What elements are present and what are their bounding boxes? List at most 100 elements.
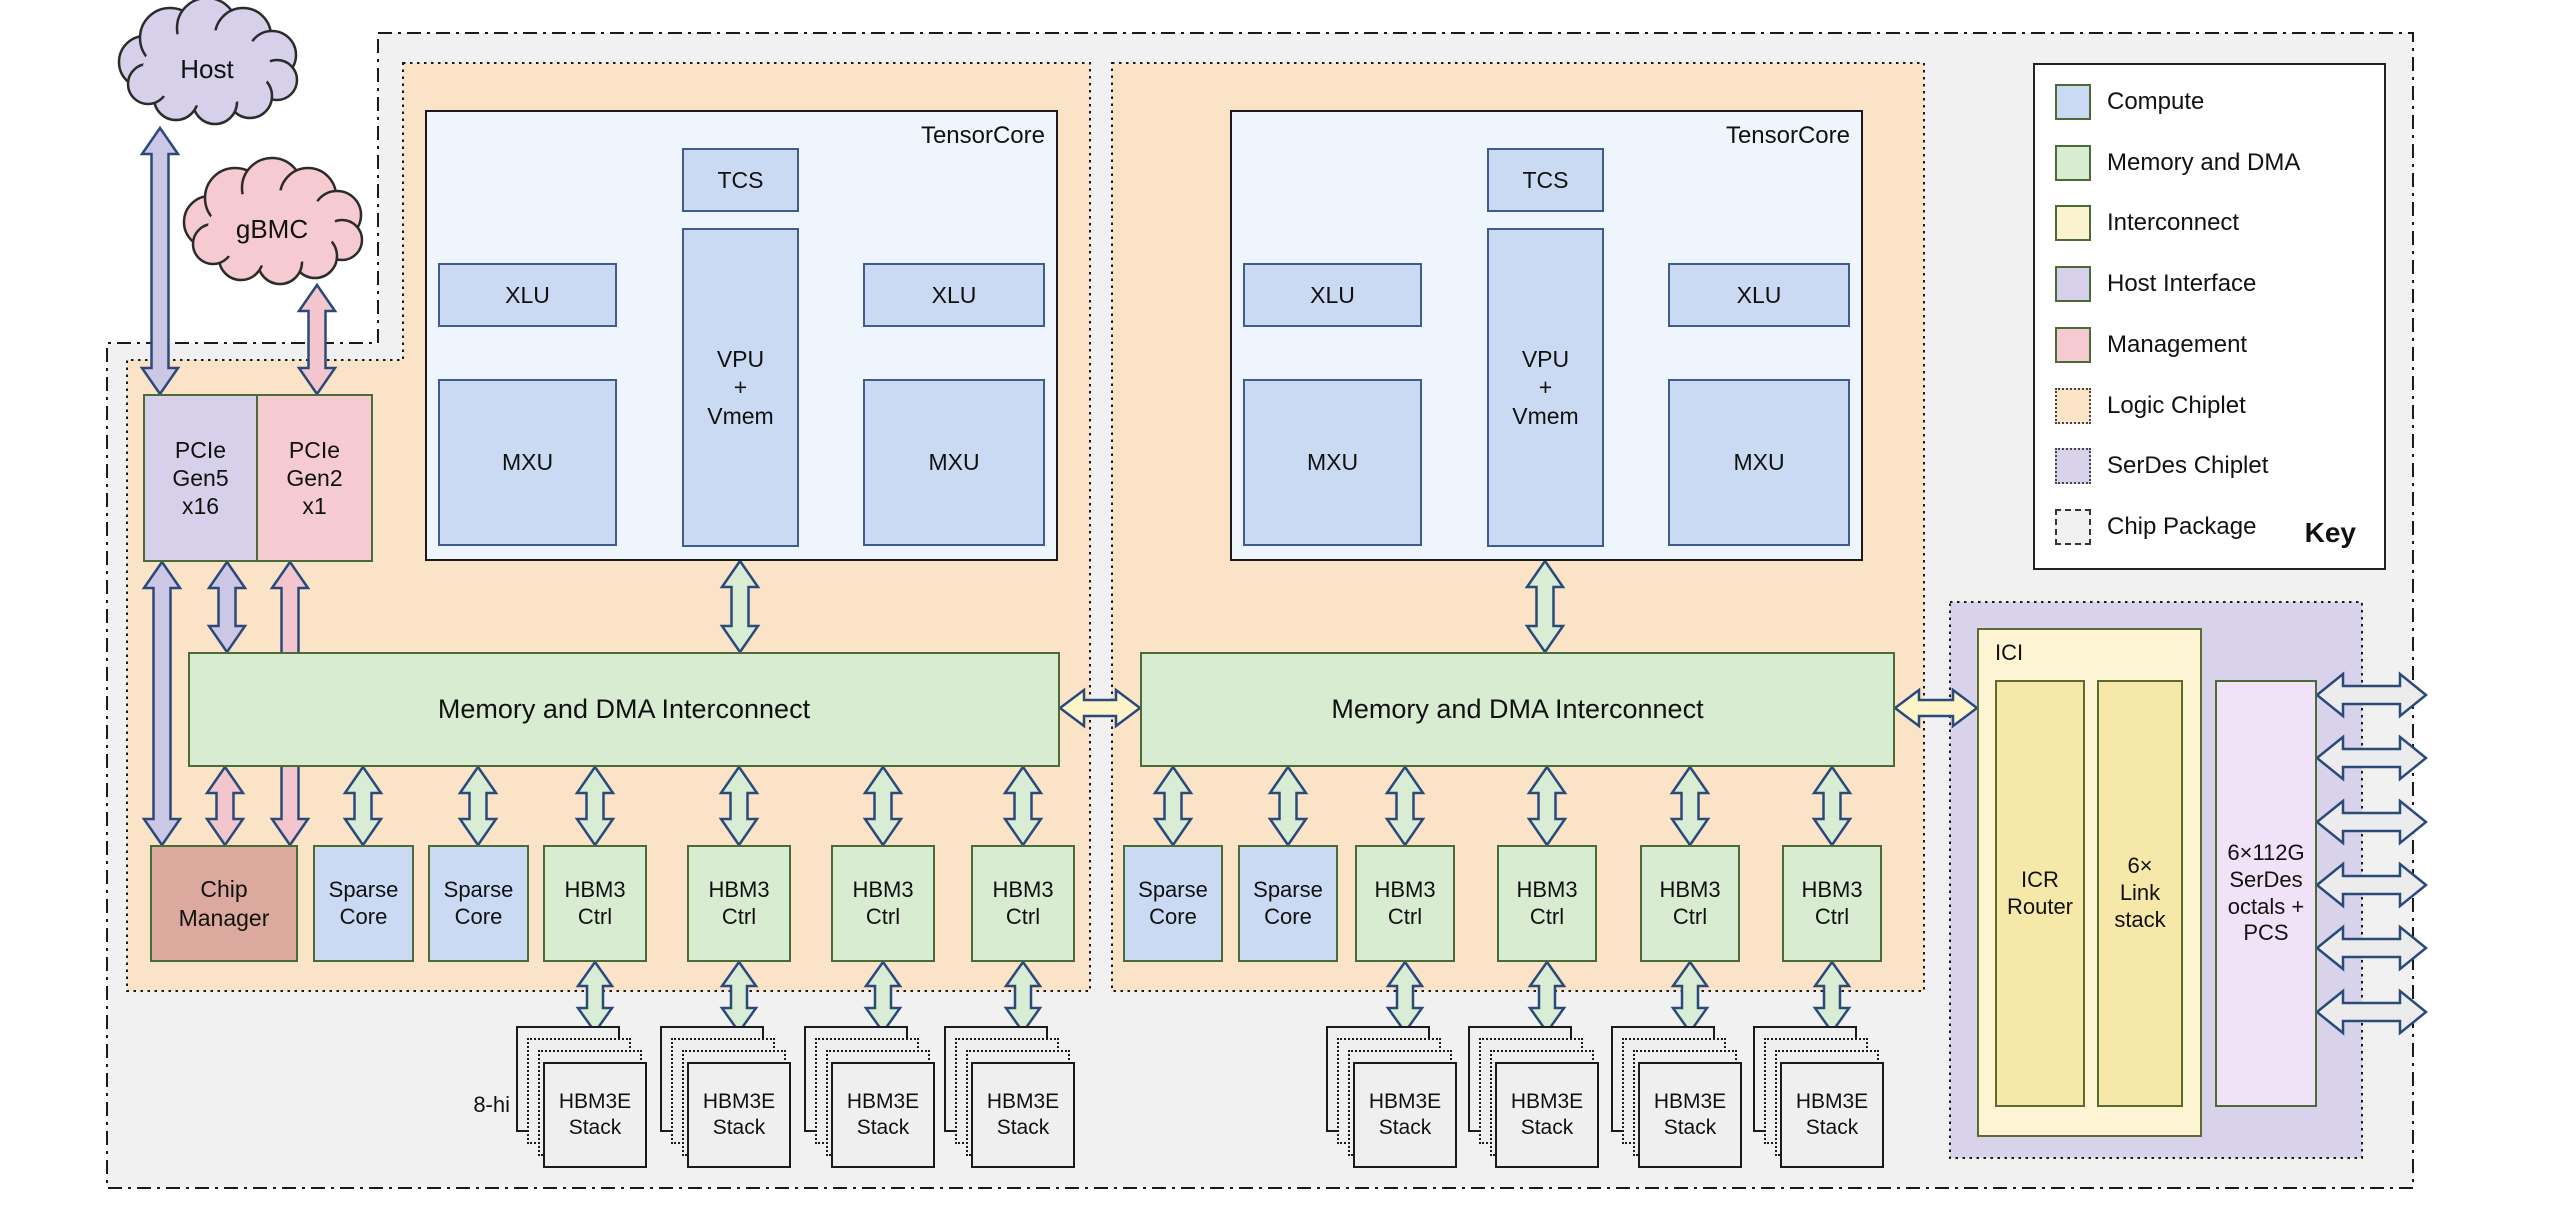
vpu-vmem-box-label: VPU + Vmem bbox=[707, 346, 774, 429]
tcs-box: TCS bbox=[682, 148, 799, 212]
hbm3e-stack-box: HBM3E Stack bbox=[687, 1062, 791, 1168]
sparse-core-box: Sparse Core bbox=[1123, 845, 1223, 962]
sparse-core-box: Sparse Core bbox=[313, 845, 414, 962]
memory-dma-interconnect-2: Memory and DMA Interconnect bbox=[1140, 652, 1895, 767]
legend-item-label: Memory and DMA bbox=[2107, 148, 2301, 176]
vpu-vmem-box-label: VPU + Vmem bbox=[1512, 346, 1579, 429]
mxu-right-box: MXU bbox=[1668, 379, 1850, 546]
hbm3-ctrl-box-label: HBM3 Ctrl bbox=[992, 876, 1054, 929]
hbm3e-stack-box: HBM3E Stack bbox=[831, 1062, 935, 1168]
hbm3-ctrl-box-label: HBM3 Ctrl bbox=[852, 876, 914, 929]
sparse-core-box-label: Sparse Core bbox=[328, 876, 399, 929]
pcie-gen2-box-label: PCIe Gen2 x1 bbox=[286, 436, 343, 520]
sparse-core-box-label: Sparse Core bbox=[1138, 876, 1208, 929]
hbm3e-stack-box-label: HBM3E Stack bbox=[1510, 1090, 1584, 1139]
tensorcore-2-title: TensorCore bbox=[1725, 122, 1850, 149]
host-cloud bbox=[117, 0, 299, 126]
tcs-box-label: TCS bbox=[1522, 166, 1569, 193]
sparse-core-box-label: Sparse Core bbox=[443, 876, 514, 929]
double-arrow bbox=[2315, 671, 2428, 719]
mxu-right-box-label: MXU bbox=[928, 449, 980, 476]
xlu-left-box: XLU bbox=[1243, 263, 1422, 327]
hbm3e-stack-box-label: HBM3E Stack bbox=[702, 1090, 776, 1139]
hbm3e-stack-box-label: HBM3E Stack bbox=[1368, 1090, 1442, 1139]
hbm3-ctrl-box-label: HBM3 Ctrl bbox=[564, 876, 626, 929]
legend-item-label: Chip Package bbox=[2107, 512, 2257, 540]
memory-dma-interconnect-1-label: Memory and DMA Interconnect bbox=[437, 694, 811, 725]
pcie-gen5-box-label: PCIe Gen5 x16 bbox=[172, 436, 229, 520]
chip-manager-box-label: Chip Manager bbox=[178, 876, 270, 931]
double-arrow bbox=[2315, 734, 2428, 782]
vpu-vmem-box: VPU + Vmem bbox=[682, 228, 799, 547]
logic-chiplet-swatch-icon bbox=[2055, 387, 2091, 424]
double-arrow bbox=[2315, 924, 2428, 972]
xlu-right-box: XLU bbox=[1668, 263, 1850, 327]
xlu-right-box: XLU bbox=[863, 263, 1045, 327]
legend-item-label: Host Interface bbox=[2107, 270, 2257, 298]
gbmc-cloud-label: gBMC bbox=[235, 214, 309, 244]
double-arrow bbox=[2315, 988, 2428, 1036]
link-stack-box: 6× Link stack bbox=[2097, 680, 2183, 1107]
legend-item-label: Management bbox=[2107, 330, 2248, 358]
hbm3-ctrl-box: HBM3 Ctrl bbox=[971, 845, 1075, 962]
hbm3-ctrl-box: HBM3 Ctrl bbox=[687, 845, 791, 962]
serdes-chiplet-swatch-icon bbox=[2055, 448, 2091, 485]
link-stack-box-label: 6× Link stack bbox=[2114, 853, 2166, 932]
legend-item-interconnect: Interconnect bbox=[2055, 205, 2240, 242]
xlu-left-box-label: XLU bbox=[505, 281, 550, 308]
hbm3-ctrl-box-label: HBM3 Ctrl bbox=[1801, 876, 1863, 929]
hbm3e-stack-box: HBM3E Stack bbox=[971, 1062, 1075, 1168]
xlu-left-box: XLU bbox=[438, 263, 617, 327]
hbm3e-stack-box: HBM3E Stack bbox=[543, 1062, 647, 1168]
mxu-left-box-label: MXU bbox=[501, 449, 554, 476]
mxu-right-box-label: MXU bbox=[1733, 449, 1785, 476]
management-swatch-icon bbox=[2055, 326, 2091, 363]
legend-item-memory: Memory and DMA bbox=[2055, 144, 2301, 181]
mxu-left-box: MXU bbox=[1243, 379, 1422, 546]
sparse-core-box-label: Sparse Core bbox=[1253, 876, 1323, 929]
mxu-right-box: MXU bbox=[863, 379, 1045, 546]
hbm3-ctrl-box-label: HBM3 Ctrl bbox=[1659, 876, 1721, 929]
hbm3e-stack-box-label: HBM3E Stack bbox=[1653, 1090, 1727, 1139]
chip-package-swatch-icon bbox=[2055, 508, 2091, 545]
memory-swatch-icon bbox=[2055, 144, 2091, 181]
icr-router-box-label: ICR Router bbox=[2006, 866, 2074, 919]
legend-box bbox=[2033, 63, 2386, 570]
memory-dma-interconnect-1: Memory and DMA Interconnect bbox=[188, 652, 1060, 767]
hbm3e-stack-box: HBM3E Stack bbox=[1495, 1062, 1599, 1168]
hbm3-ctrl-box: HBM3 Ctrl bbox=[1640, 845, 1740, 962]
hbm3-ctrl-box: HBM3 Ctrl bbox=[1782, 845, 1882, 962]
icr-router-box: ICR Router bbox=[1995, 680, 2085, 1107]
hbm3e-stack-box-label: HBM3E Stack bbox=[846, 1090, 920, 1139]
legend-item-management: Management bbox=[2055, 326, 2248, 363]
hbm3-ctrl-box: HBM3 Ctrl bbox=[1497, 845, 1597, 962]
legend-item-label: Logic Chiplet bbox=[2107, 391, 2246, 419]
sparse-core-box: Sparse Core bbox=[428, 845, 529, 962]
stack-height-label: 8-hi bbox=[473, 1092, 510, 1117]
interconnect-swatch-icon bbox=[2055, 205, 2091, 242]
chip-manager-box: Chip Manager bbox=[150, 845, 298, 962]
xlu-right-box-label: XLU bbox=[931, 281, 977, 308]
gbmc-cloud bbox=[182, 156, 364, 286]
hbm3-ctrl-box-label: HBM3 Ctrl bbox=[1516, 876, 1578, 929]
hbm3e-stack-box-label: HBM3E Stack bbox=[1795, 1090, 1869, 1139]
legend-item-serdes-chiplet: SerDes Chiplet bbox=[2055, 448, 2269, 485]
hbm3e-stack-box: HBM3E Stack bbox=[1353, 1062, 1457, 1168]
host-swatch-icon bbox=[2055, 266, 2091, 303]
xlu-left-box-label: XLU bbox=[1310, 281, 1355, 308]
pcie-gen2-box: PCIe Gen2 x1 bbox=[256, 394, 373, 562]
legend-item-logic-chiplet: Logic Chiplet bbox=[2055, 387, 2246, 424]
hbm3e-stack-box-label: HBM3E Stack bbox=[558, 1090, 632, 1139]
legend-item-label: Interconnect bbox=[2107, 209, 2240, 237]
legend-item-label: SerDes Chiplet bbox=[2107, 452, 2269, 480]
hbm3-ctrl-box: HBM3 Ctrl bbox=[1355, 845, 1455, 962]
vpu-vmem-box: VPU + Vmem bbox=[1487, 228, 1604, 547]
hbm3-ctrl-box: HBM3 Ctrl bbox=[831, 845, 935, 962]
hbm3e-stack-box-label: HBM3E Stack bbox=[986, 1090, 1060, 1139]
tcs-box-label: TCS bbox=[717, 166, 764, 193]
mxu-left-box: MXU bbox=[438, 379, 617, 546]
tensorcore-1-title: TensorCore bbox=[920, 122, 1045, 149]
pcie-gen5-box: PCIe Gen5 x16 bbox=[143, 394, 258, 562]
double-arrow bbox=[2315, 798, 2428, 846]
